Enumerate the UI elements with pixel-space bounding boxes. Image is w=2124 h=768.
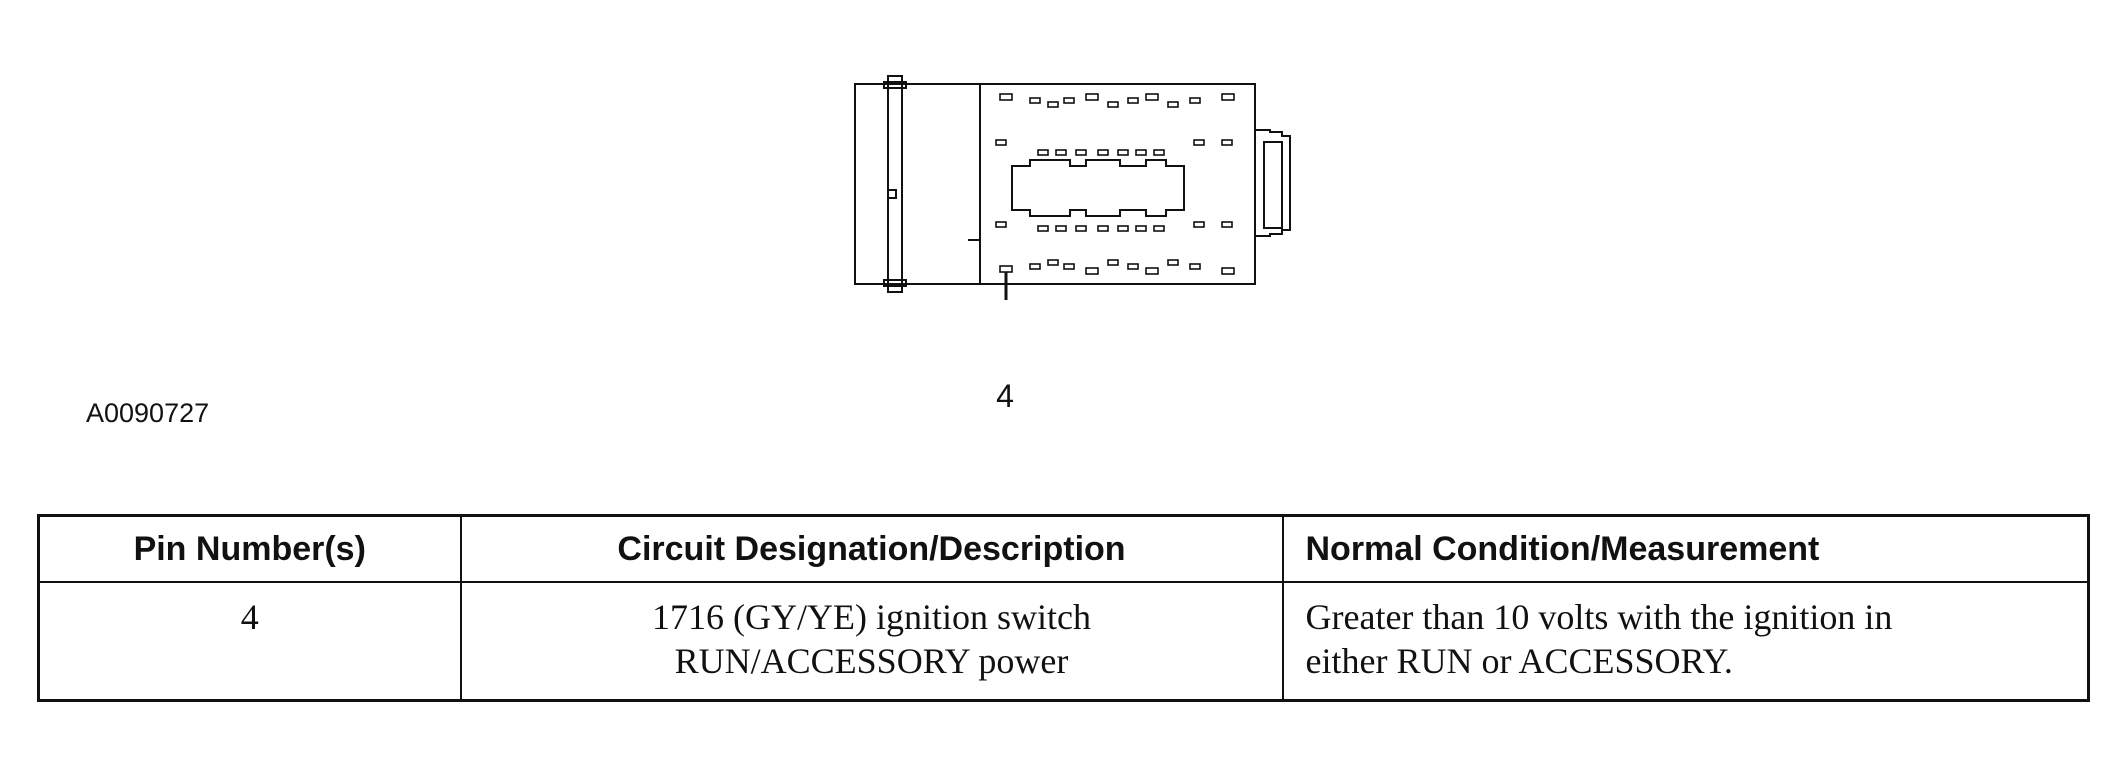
measurement-line-1: Greater than 10 volts with the ignition … — [1305, 597, 1893, 637]
cell-pin: 4 — [37, 581, 462, 702]
connector-housing — [854, 83, 1256, 285]
connector-keyway — [1011, 159, 1185, 217]
connector-latch-bar — [887, 75, 903, 293]
cell-description: 1716 (GY/YE) ignition switch RUN/ACCESSO… — [459, 581, 1284, 702]
description-line-2: RUN/ACCESSORY power — [674, 641, 1069, 681]
measurement-line-2: either RUN or ACCESSORY. — [1305, 641, 1733, 681]
pin-callout-label: 4 — [996, 378, 1014, 414]
table-header-row: Pin Number(s) Circuit Designation/Descri… — [37, 514, 2090, 583]
table-row: 4 1716 (GY/YE) ignition switch RUN/ACCES… — [37, 581, 2090, 702]
pin-4-cavity — [999, 265, 1013, 273]
pin-table: Pin Number(s) Circuit Designation/Descri… — [37, 514, 2090, 702]
connector-lock-tab — [1255, 129, 1291, 237]
header-pin-number: Pin Number(s) — [37, 514, 462, 583]
header-normal-condition: Normal Condition/Measurement — [1281, 514, 2090, 583]
connector-diagram — [854, 75, 1291, 300]
figure-id: A0090727 — [86, 398, 210, 428]
cell-measurement: Greater than 10 volts with the ignition … — [1281, 581, 2090, 702]
description-line-1: 1716 (GY/YE) ignition switch — [652, 597, 1091, 637]
header-circuit-description: Circuit Designation/Description — [459, 514, 1284, 583]
